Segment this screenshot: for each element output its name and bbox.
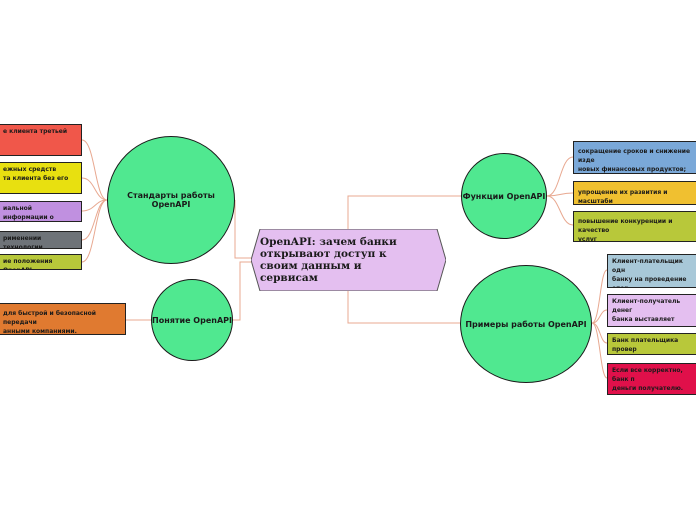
functions-leaf-1-text: сокращение сроков и снижение изде новых …: [578, 148, 691, 173]
link-standards-leaf-5: [81, 199, 108, 263]
standards-leaf-1-text: е клиента третьей: [3, 128, 68, 135]
functions-leaf-3-text: повышение конкуренции и качество услуг: [578, 218, 673, 242]
functions-leaf-2[interactable]: упрощение их развития и масштаби: [573, 181, 696, 205]
examples-leaf-2[interactable]: Клиент-получатель денег банка выставляет…: [607, 294, 696, 327]
node-functions-label: Функции OpenAPI: [462, 191, 546, 201]
standards-leaf-3[interactable]: иальной информации о: [0, 201, 82, 222]
examples-leaf-3-text: Банк плательщика провер платежного требо…: [612, 337, 679, 353]
link-standards-leaf-2: [81, 177, 108, 201]
examples-leaf-1-text: Клиент-плательщик одн банку на проведени…: [612, 258, 687, 287]
link-functions-leaf-3: [546, 195, 574, 226]
node-standards[interactable]: Стандарты работы OpenAPI: [107, 136, 235, 264]
standards-leaf-5-text: ие положения OpenAPI.: [3, 258, 53, 269]
link-examples-leaf-4: [591, 322, 608, 379]
central-topic-shape: [251, 229, 446, 291]
examples-leaf-1[interactable]: Клиент-плательщик одн банку на проведени…: [607, 254, 696, 288]
functions-leaf-3[interactable]: повышение конкуренции и качество услуг: [573, 211, 696, 242]
examples-leaf-4[interactable]: Если все корректно, банк п деньги получа…: [607, 363, 696, 395]
node-examples[interactable]: Примеры работы OpenAPI: [460, 265, 592, 383]
functions-leaf-1[interactable]: сокращение сроков и снижение изде новых …: [573, 141, 696, 174]
standards-leaf-5[interactable]: ие положения OpenAPI.: [0, 254, 82, 270]
central-topic-title: OpenAPI: зачем банки открывают доступ к …: [260, 236, 397, 284]
node-concept-label: Понятие OpenAPI: [152, 315, 232, 325]
link-examples-leaf-2: [591, 309, 608, 324]
standards-leaf-3-text: иальной информации о: [3, 205, 54, 221]
link-central-concept: [233, 261, 251, 321]
node-concept[interactable]: Понятие OpenAPI: [151, 279, 233, 361]
standards-leaf-4[interactable]: рименении технологии: [0, 231, 82, 249]
node-standards-label: Стандарты работы OpenAPI: [127, 191, 215, 209]
link-central-standards: [234, 200, 251, 259]
standards-leaf-2[interactable]: ежных средств та клиента без его: [0, 162, 82, 194]
central-topic[interactable]: OpenAPI: зачем банки открывают доступ к …: [251, 229, 446, 291]
node-examples-label: Примеры работы OpenAPI: [465, 319, 587, 329]
link-standards-leaf-1: [81, 139, 108, 201]
standards-leaf-1[interactable]: е клиента третьей: [0, 124, 82, 156]
node-functions[interactable]: Функции OpenAPI: [461, 153, 547, 239]
link-central-examples: [347, 291, 460, 324]
examples-leaf-3[interactable]: Банк плательщика провер платежного требо…: [607, 333, 696, 355]
concept-leaf-1-text: для быстрой и безопасной передачи анными…: [3, 310, 96, 335]
link-examples-leaf-1: [591, 269, 608, 324]
standards-leaf-2-text: ежных средств та клиента без его: [3, 166, 69, 182]
functions-leaf-2-text: упрощение их развития и масштаби: [578, 189, 668, 205]
examples-leaf-2-text: Клиент-получатель денег банка выставляет…: [612, 298, 681, 326]
examples-leaf-4-text: Если все корректно, банк п деньги получа…: [612, 367, 684, 392]
link-functions-leaf-1: [546, 156, 574, 197]
concept-leaf-1[interactable]: для быстрой и безопасной передачи анными…: [0, 303, 126, 335]
standards-leaf-4-text: рименении технологии: [3, 235, 43, 249]
link-functions-leaf-2: [546, 192, 574, 197]
